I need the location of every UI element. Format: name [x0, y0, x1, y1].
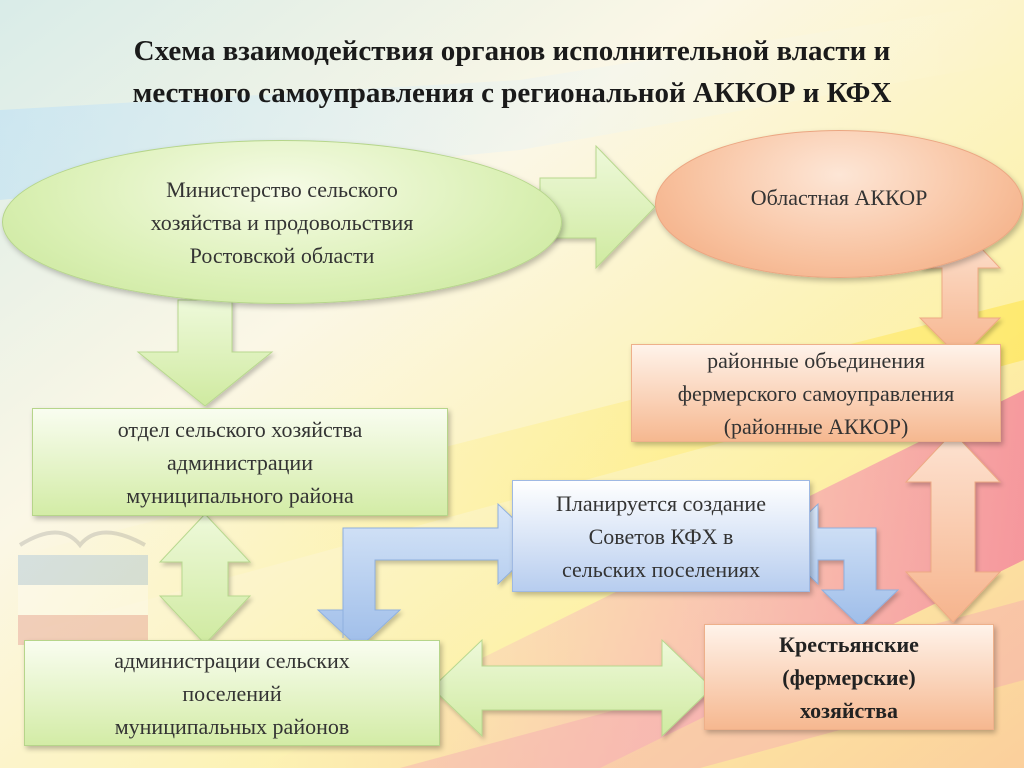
node-kfh-councils: Планируется создание Советов КФХ в сельс… — [512, 480, 810, 592]
farms-line-2: (фермерские) — [782, 664, 916, 690]
kfh-councils-line-3: сельских поселениях — [561, 556, 761, 582]
title-line-2: местного самоуправления с региональной А… — [132, 77, 892, 109]
node-rural-administrations: администрации сельских поселений муницип… — [24, 640, 440, 746]
node-farms: Крестьянские (фермерские) хозяйства — [704, 624, 994, 730]
ministry-line-3: Ростовской области — [189, 242, 375, 268]
node-agri-department: отдел сельского хозяйства администрации … — [32, 408, 448, 516]
node-regional-akkor: Областная АККОР — [655, 130, 1023, 278]
agri-department-line-1: отдел сельского хозяйства — [117, 416, 363, 442]
node-district-akkor: районные объединения фермерского самоупр… — [631, 344, 1001, 442]
district-akkor-line-1: районные объединения — [707, 347, 925, 373]
farms-line-3: хозяйства — [799, 697, 899, 723]
district-akkor-line-2: фермерского самоуправления — [677, 380, 955, 406]
agri-department-line-2: администрации — [167, 449, 313, 475]
page-title: Схема взаимодействия органов исполнитель… — [40, 30, 984, 114]
agri-department-line-3: муниципального района — [126, 482, 354, 508]
kfh-councils-line-1: Планируется создание — [556, 490, 766, 516]
title-line-1: Схема взаимодействия органов исполнитель… — [133, 35, 891, 67]
district-akkor-line-3: (районные АККОР) — [723, 413, 909, 439]
rural-administrations-line-1: администрации сельских — [114, 647, 350, 673]
arrow-department-to-rural-administrations — [158, 513, 252, 645]
regional-akkor-label: Областная АККОР — [750, 185, 928, 210]
ministry-line-2: хозяйства и продовольствия — [150, 209, 414, 235]
ministry-line-1: Министерство сельского — [166, 176, 398, 202]
arrow-rural-administrations-to-farms — [431, 638, 713, 738]
rural-administrations-line-2: поселений — [182, 680, 282, 706]
rural-administrations-line-3: муниципальных районов — [114, 713, 350, 739]
arrow-ministry-to-department — [136, 299, 274, 407]
farms-line-1: Крестьянские — [779, 631, 919, 657]
node-ministry: Министерство сельского хозяйства и продо… — [2, 140, 562, 304]
kfh-councils-line-2: Советов КФХ в — [588, 523, 734, 549]
arrow-rural-administrations-to-kfh-councils — [316, 502, 541, 649]
arrow-district-akkor-to-farms — [904, 431, 1002, 623]
